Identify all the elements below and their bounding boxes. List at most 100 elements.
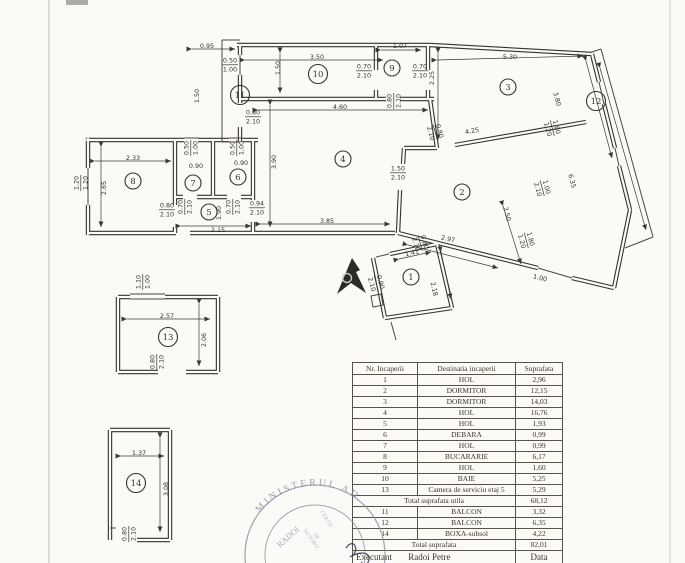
svg-text:2.33: 2.33 [126, 154, 140, 162]
dimension-label: 0.802.10 [410, 234, 430, 252]
total-label: Total suprafata [352, 539, 516, 551]
svg-text:2.10: 2.10 [160, 210, 174, 218]
dimension-label: 2.15 [211, 226, 225, 234]
room-number: 13 [352, 484, 418, 496]
svg-text:6: 6 [235, 173, 240, 183]
svg-text:13: 13 [163, 333, 174, 343]
room-surface: 0,99 [515, 440, 563, 452]
svg-text:2.10: 2.10 [233, 200, 241, 214]
room-number-badge: 2 [453, 183, 471, 201]
dimension-label: 2.18 [429, 281, 440, 297]
svg-text:2.10: 2.10 [532, 181, 543, 197]
dimension-label: 1.00 [532, 273, 548, 284]
svg-text:0.80: 0.80 [246, 108, 260, 116]
room-surface: 2,96 [515, 374, 563, 386]
svg-text:1.80: 1.80 [525, 231, 536, 247]
svg-text:1.50: 1.50 [193, 89, 201, 103]
dimension-label: 5.30 [503, 53, 517, 61]
svg-text:1.00: 1.00 [541, 179, 552, 195]
svg-text:0.50: 0.50 [223, 56, 237, 64]
col-header-sup: Suprafata [515, 362, 563, 375]
svg-text:2.65: 2.65 [100, 181, 108, 195]
room-number-badge: 9 [383, 59, 401, 77]
svg-text:10: 10 [313, 70, 324, 80]
svg-text:2.10: 2.10 [357, 71, 371, 79]
svg-text:3.80: 3.80 [551, 91, 562, 107]
svg-text:3: 3 [505, 83, 510, 93]
room-number-badge: 3 [499, 78, 517, 96]
dimension-label: 2.97 [440, 234, 456, 245]
room-number-badge: 8 [124, 172, 142, 190]
dimension-label: 1.801.20 [516, 231, 536, 249]
svg-text:1.00: 1.00 [223, 65, 237, 73]
svg-text:5.30: 5.30 [503, 53, 517, 61]
dimension-label: 2.57 [160, 312, 174, 320]
room-surface: 6,17 [515, 451, 563, 463]
svg-text:9: 9 [389, 64, 394, 74]
room-destination: HOL [417, 462, 516, 474]
dimension-label: 0.902.10 [366, 274, 386, 292]
total-value: 82,01 [515, 539, 563, 551]
svg-text:1.20: 1.20 [542, 121, 553, 137]
dimension-label: 0.90 [234, 159, 248, 167]
room-number-badge: 7 [184, 174, 202, 192]
data-cell: Data [515, 550, 563, 563]
svg-text:14: 14 [131, 479, 142, 489]
svg-text:2.06: 2.06 [200, 333, 208, 347]
svg-text:0.80: 0.80 [120, 527, 128, 541]
dimension-label: 4.60 [333, 103, 347, 111]
dimension-label: 2.25 [428, 71, 436, 85]
room-number-badge: 1 [402, 268, 420, 286]
room-number-badge: 10 [307, 63, 329, 85]
svg-text:2.10: 2.10 [129, 527, 137, 541]
svg-text:2.25: 2.25 [428, 71, 436, 85]
svg-text:4.60: 4.60 [333, 103, 347, 111]
dimension-label: 0.702.10 [412, 62, 428, 79]
svg-text:1.20: 1.20 [516, 233, 527, 249]
svg-text:11: 11 [235, 91, 246, 101]
svg-text:1.00: 1.00 [143, 275, 151, 289]
room-number: 6 [352, 429, 418, 441]
svg-text:8: 8 [130, 177, 135, 187]
dimension-label: 2.06 [200, 333, 208, 347]
dimension-label: 0.942.10 [249, 199, 265, 216]
svg-text:1.41: 1.41 [404, 248, 420, 259]
dimension-label: 3.50 [310, 53, 324, 61]
area-table: Nr. Incaperii Destinatia incaperii Supra… [352, 362, 563, 563]
svg-text:1.00: 1.00 [191, 141, 199, 155]
dimension-line [393, 250, 432, 263]
col-header-nr: Nr. Incaperii [352, 362, 418, 375]
svg-text:3.85: 3.85 [320, 217, 334, 225]
dimension-label: 0.90 [189, 162, 203, 170]
dimension-line [431, 53, 584, 63]
svg-text:2.18: 2.18 [429, 281, 440, 297]
total-label: Total suprafata utila [352, 495, 516, 507]
svg-text:4: 4 [340, 155, 345, 165]
room-number-badge: 6 [229, 168, 247, 186]
svg-text:0.70: 0.70 [357, 62, 371, 70]
room-number: 14 [352, 528, 418, 540]
room-number: 10 [352, 473, 418, 485]
svg-text:1.37: 1.37 [132, 449, 146, 457]
svg-text:3.08: 3.08 [162, 482, 170, 496]
executant-row: Executant Radoi Petre Data [352, 550, 563, 563]
svg-text:0.95: 0.95 [200, 42, 214, 50]
dimension-label: 0.501.00 [222, 56, 238, 73]
total-value: 68,12 [515, 495, 563, 507]
svg-text:2.15: 2.15 [211, 226, 225, 234]
dimension-label: 3.90 [270, 155, 278, 169]
svg-text:2.10: 2.10 [413, 71, 427, 79]
svg-text:0.50: 0.50 [228, 141, 236, 155]
